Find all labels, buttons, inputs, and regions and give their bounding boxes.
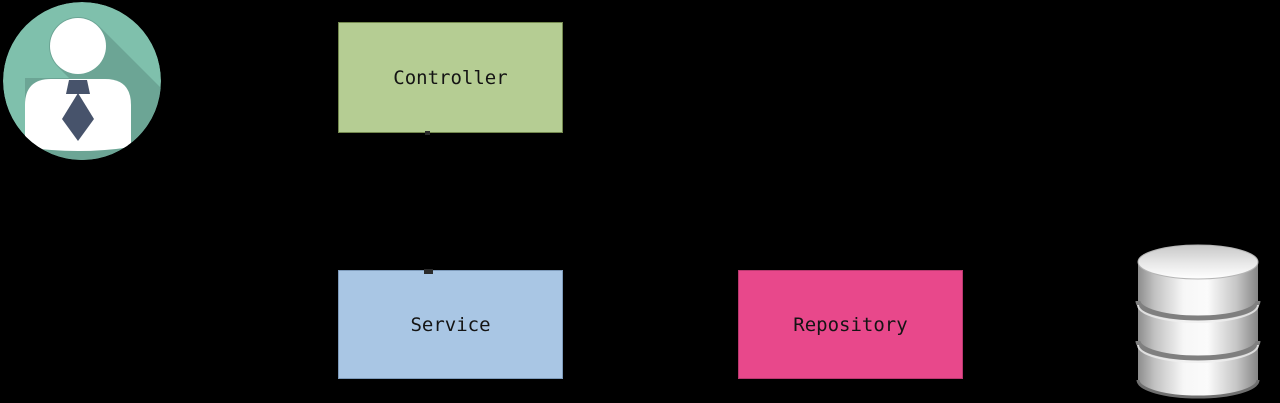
user-avatar-svg	[3, 2, 161, 160]
node-controller-label: Controller	[393, 66, 508, 89]
node-repository: Repository	[738, 270, 963, 379]
arrowhead-remnant-controller	[425, 131, 430, 135]
node-service-label: Service	[410, 313, 491, 336]
user-avatar-icon	[2, 1, 162, 161]
database-svg	[1134, 244, 1261, 399]
node-controller: Controller	[338, 22, 563, 133]
arrowhead-remnant-service	[424, 269, 433, 274]
node-service: Service	[338, 270, 563, 379]
node-repository-label: Repository	[793, 313, 908, 336]
database-icon	[1133, 234, 1263, 399]
